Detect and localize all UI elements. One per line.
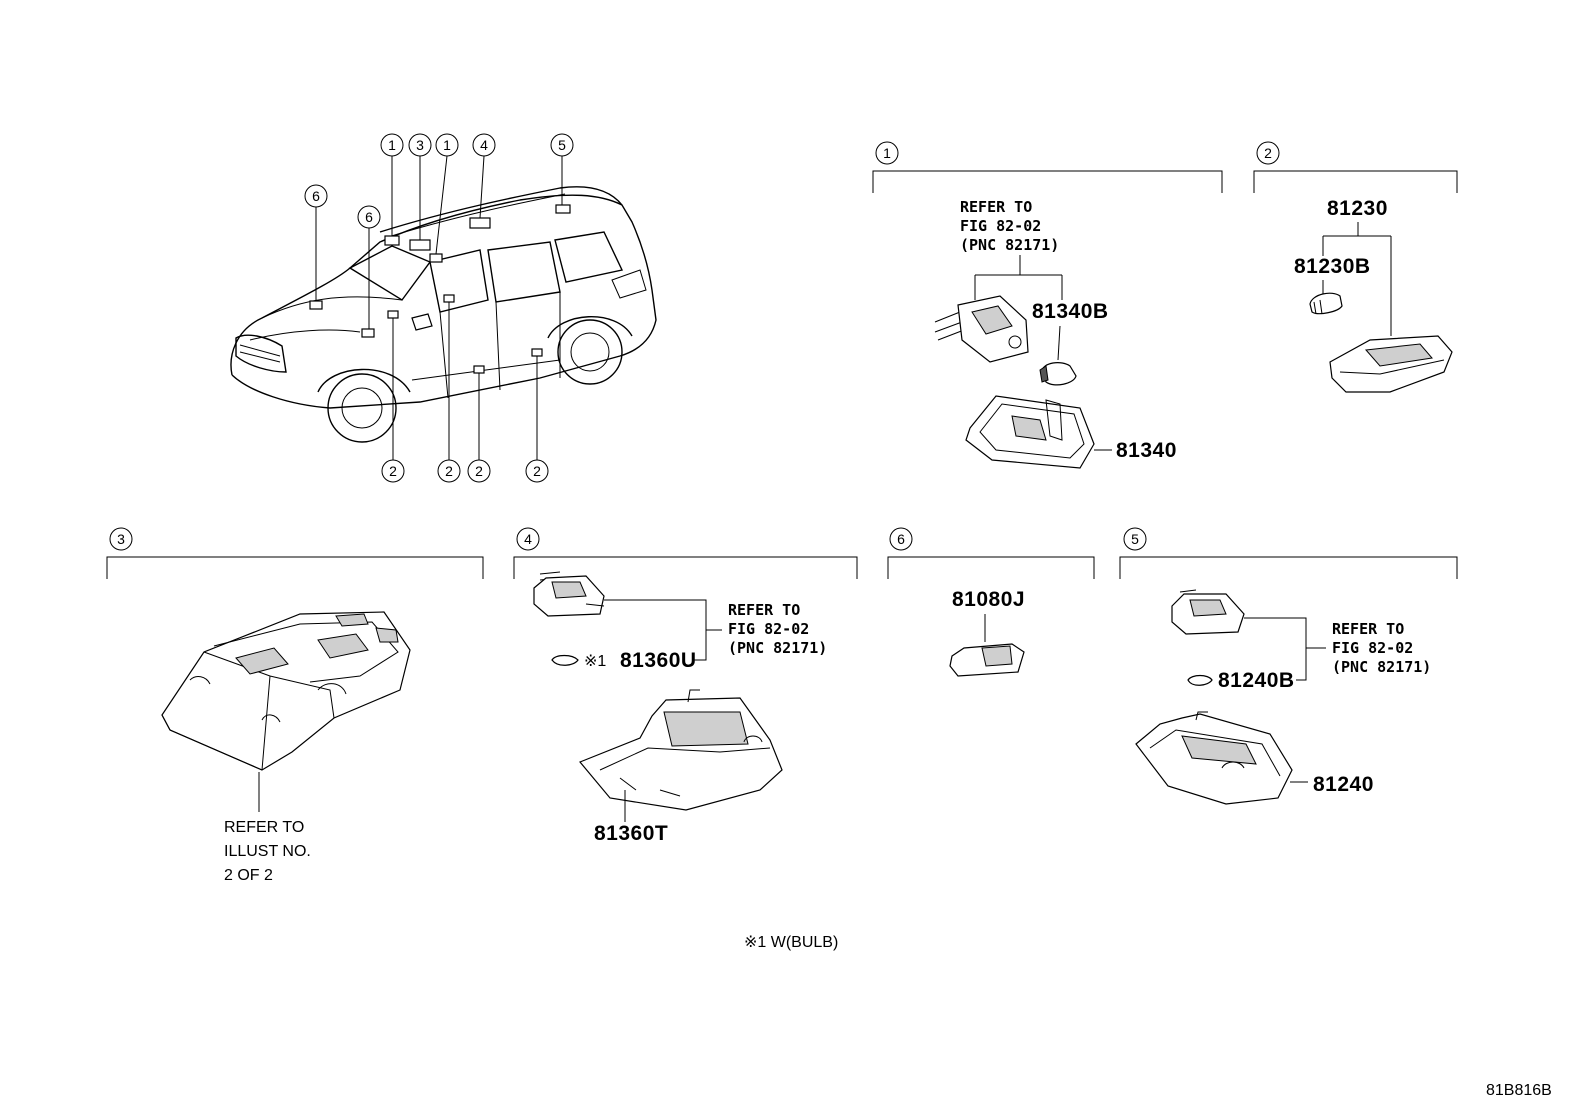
refer-line: (PNC 82171): [960, 236, 1059, 254]
callout-1-right: 1: [435, 133, 459, 157]
group-number: 4: [524, 531, 532, 547]
callout-4: 4: [472, 133, 496, 157]
group-number: 6: [897, 531, 905, 547]
refer-line: (PNC 82171): [1332, 658, 1431, 676]
refer-line: FIG 82-02: [728, 620, 809, 638]
callout-number: 5: [558, 137, 566, 153]
socket-drawing: [533, 571, 605, 617]
callout-number: 2: [533, 463, 541, 479]
bulb-drawing: [1187, 674, 1213, 686]
group-bracket: [513, 556, 858, 579]
refer-line: FIG 82-02: [960, 217, 1041, 235]
part-number-81080j: 81080J: [952, 588, 1025, 611]
lamp-housing-drawing: [965, 395, 1095, 469]
bulb-drawing: [551, 654, 579, 666]
socket-drawing: [1171, 589, 1245, 635]
footnote: ※1 W(BULB): [744, 934, 838, 951]
bulb-drawing: [1039, 362, 1077, 386]
bulb-drawing: [1309, 292, 1343, 315]
socket-drawing: [934, 295, 1029, 363]
refer-line: 2 OF 2: [224, 867, 273, 884]
callout-number: 1: [443, 137, 451, 153]
callout-6-cowl: 6: [357, 205, 381, 229]
refer-line: FIG 82-02: [1332, 639, 1413, 657]
callout-2-c: 2: [467, 459, 491, 483]
callout-number: 2: [389, 463, 397, 479]
group-number: 1: [883, 145, 891, 161]
part-number-81240: 81240: [1313, 773, 1374, 796]
lamp-housing-drawing: [579, 689, 783, 811]
group-4: 4 REFER TO FIG 82-02 (PNC 82171) ※1 8136…: [513, 527, 858, 845]
callout-number: 6: [312, 188, 320, 204]
callout-number: 2: [445, 463, 453, 479]
refer-line: (PNC 82171): [728, 639, 827, 657]
group-number: 5: [1131, 531, 1139, 547]
part-number-81230: 81230: [1327, 197, 1388, 220]
group-number: 3: [117, 531, 125, 547]
callout-number: 4: [480, 137, 488, 153]
group-5: 5 REFER TO FIG 82-02 (PNC 82171) 81240B …: [1119, 527, 1458, 805]
lamp-housing-drawing: [1329, 335, 1453, 393]
callout-number: 1: [388, 137, 396, 153]
group-bracket: [887, 556, 1095, 579]
callout-number: 3: [416, 137, 424, 153]
refer-line: ILLUST NO.: [224, 843, 311, 860]
group-bracket: [872, 170, 1223, 193]
group-bracket: [1119, 556, 1458, 579]
part-number-81360t: 81360T: [594, 822, 668, 845]
part-number-81240b: 81240B: [1218, 669, 1295, 692]
refer-line: REFER TO: [1332, 620, 1404, 638]
callout-1-left: 1: [380, 133, 404, 157]
group-bracket: [1253, 170, 1458, 193]
group-3: 3 REFER TO ILLUST NO. 2 OF 2: [106, 527, 484, 884]
lamp-housing-drawing: [1135, 711, 1293, 805]
part-number-81340b: 81340B: [1032, 300, 1109, 323]
callout-2-b: 2: [437, 459, 461, 483]
callout-3: 3: [408, 133, 432, 157]
callout-2-d: 2: [525, 459, 549, 483]
diagram-id: 81B816B: [1486, 1082, 1552, 1099]
callout-2-a: 2: [381, 459, 405, 483]
refer-line: REFER TO: [728, 601, 800, 619]
group-bracket: [106, 556, 484, 579]
part-number-81230b: 81230B: [1294, 255, 1371, 278]
switch-drawing: [949, 643, 1025, 677]
callout-5: 5: [550, 133, 574, 157]
vehicle-overview: [230, 155, 657, 460]
callout-6-hood: 6: [304, 184, 328, 208]
part-number-81340: 81340: [1116, 439, 1177, 462]
group-1: 1 REFER TO FIG 82-02 (PNC 82171) 81340B …: [872, 141, 1223, 469]
callout-number: 6: [365, 209, 373, 225]
note-mark: ※1: [584, 653, 606, 670]
callout-number: 2: [475, 463, 483, 479]
group-2: 2 81230 81230B: [1253, 141, 1458, 393]
group-number: 2: [1264, 145, 1272, 161]
refer-line: REFER TO: [224, 819, 304, 836]
group-6: 6 81080J: [887, 527, 1095, 677]
console-drawing: [161, 611, 411, 771]
part-number-81360u: 81360U: [620, 649, 697, 672]
refer-line: REFER TO: [960, 198, 1032, 216]
